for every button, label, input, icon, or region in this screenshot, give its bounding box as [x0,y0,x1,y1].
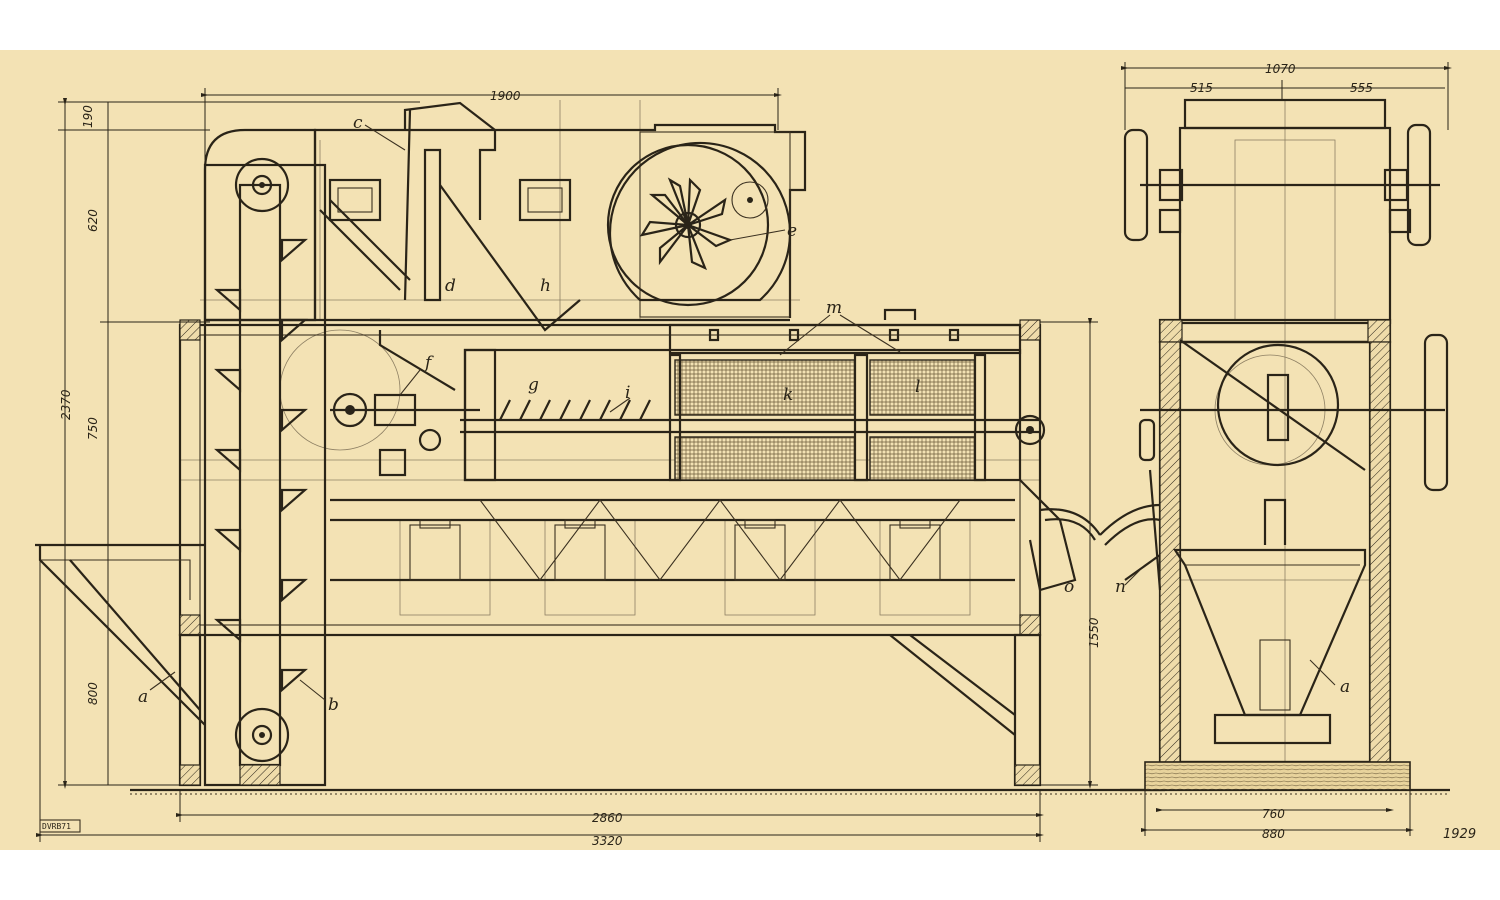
dimension-880: 880 [1262,827,1285,841]
dimension-555: 555 [1350,81,1373,95]
dimension-190: 190 [81,105,95,128]
stamp: DVRB71 [42,822,71,831]
dimension-1070: 1070 [1265,62,1296,76]
label-a: a [138,687,148,707]
label-h: h [540,276,551,296]
side-view [35,100,1101,787]
stamp-box [39,819,81,833]
label-k: k [783,385,793,405]
dimension-2860: 2860 [592,811,623,825]
label-c: c [353,113,363,133]
label-g: g [528,375,539,395]
dimension-3320: 3320 [592,834,623,848]
year: 1929 [1443,827,1476,842]
label-a-front: a [1340,677,1350,697]
part-labels [149,124,1336,701]
dimension-515: 515 [1190,81,1213,95]
label-b: b [328,695,339,715]
label-d: d [445,276,456,296]
technical-drawing: 1900 190 620 2370 750 800 1550 2860 3320… [35,62,1476,848]
dimension-1900: 1900 [490,89,521,103]
dimension-620: 620 [86,209,100,232]
dimension-760: 760 [1262,807,1285,821]
dimension-800: 800 [86,682,100,705]
label-e: e [787,221,797,241]
label-o: o [1064,577,1074,597]
label-l: l [915,377,920,397]
dimension-lines [36,62,1452,842]
drawing-sheet: 1900 190 620 2370 750 800 1550 2860 3320… [0,50,1500,850]
label-m: m [826,298,842,318]
dimension-750: 750 [86,417,100,440]
label-i: i [625,383,630,403]
front-view [1099,98,1449,791]
dimension-1550: 1550 [1087,617,1101,648]
dimension-2370: 2370 [59,389,73,420]
label-n: n [1115,577,1126,597]
label-f: f [423,353,434,373]
